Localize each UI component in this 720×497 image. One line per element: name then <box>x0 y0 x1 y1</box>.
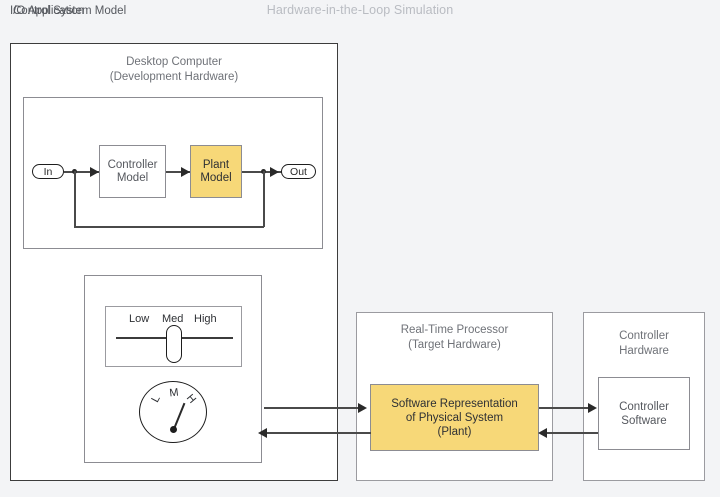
plant-model-line1: Plant <box>202 158 230 171</box>
in-port[interactable]: In <box>32 164 64 179</box>
controller-software-line2: Software <box>621 414 667 427</box>
arrowhead-rtp-input <box>358 403 367 413</box>
slider-tick-high: High <box>194 313 217 325</box>
software-plant-line2: of Physical System <box>405 411 504 424</box>
real-time-processor-title: Real-Time Processor (Target Hardware) <box>357 323 552 353</box>
page-title: Hardware-in-the-Loop Simulation <box>266 3 454 17</box>
controller-software-block[interactable]: Controller Software <box>598 377 690 450</box>
gauge-tick-high: H <box>183 392 199 406</box>
wire-controller-hw-to-rtp <box>546 432 598 434</box>
arrowhead-controller-input <box>90 167 99 177</box>
slider-tick-med: Med <box>162 313 184 325</box>
software-plant-block[interactable]: Software Representation of Physical Syst… <box>370 384 539 451</box>
feedback-wire-horizontal <box>74 226 264 228</box>
controller-software-line1: Controller <box>619 400 669 413</box>
gauge-hub <box>170 426 177 433</box>
controller-model-line1: Controller <box>107 158 158 171</box>
control-system-model-label: Control System Model <box>13 5 127 17</box>
desktop-computer-title: Desktop Computer (Development Hardware) <box>11 55 337 85</box>
out-port[interactable]: Out <box>281 164 316 179</box>
plant-model-block[interactable]: Plant Model <box>190 145 242 198</box>
plant-model-line2: Model <box>200 171 232 184</box>
in-port-label: In <box>43 165 53 178</box>
controller-hardware-title-line2: Hardware <box>619 345 669 357</box>
slider-widget[interactable]: Low Med High <box>105 306 242 367</box>
wire-controller-to-plant <box>166 171 191 173</box>
arrowhead-out-port <box>270 167 279 177</box>
arrowhead-plant-feedback-input <box>538 428 547 438</box>
desktop-computer-title-line1: Desktop Computer <box>126 56 222 68</box>
io-application-label: I/O Application <box>10 5 85 17</box>
slider-handle[interactable] <box>166 325 182 363</box>
feedback-wire-up <box>74 171 76 227</box>
software-plant-line1: Software Representation <box>391 397 518 410</box>
controller-hardware-title: Controller Hardware <box>584 329 704 359</box>
controller-model-block[interactable]: Controller Model <box>99 145 166 198</box>
wire-rtp-to-desktop <box>264 432 371 434</box>
software-plant-line3: (Plant) <box>437 425 472 438</box>
real-time-processor-title-line1: Real-Time Processor <box>400 324 509 336</box>
gauge-tick-med: M <box>168 386 180 400</box>
controller-model-line2: Model <box>116 171 149 184</box>
gauge-widget: L M H <box>139 381 207 443</box>
arrowhead-plant-input <box>181 167 190 177</box>
controller-hardware-title-line1: Controller <box>619 330 669 342</box>
arrowhead-desktop-input <box>258 428 267 438</box>
out-port-label: Out <box>290 165 307 178</box>
slider-tick-low: Low <box>129 313 150 325</box>
wire-rtp-to-controller-hw <box>539 407 594 409</box>
wire-in-to-controller <box>64 171 99 173</box>
gauge-tick-low: L <box>149 393 163 405</box>
real-time-processor-title-line2: (Target Hardware) <box>408 339 501 351</box>
desktop-computer-title-line2: (Development Hardware) <box>109 71 239 83</box>
wire-desktop-to-rtp <box>264 407 361 409</box>
arrowhead-controller-sw-input <box>588 403 597 413</box>
feedback-wire-down <box>263 171 265 227</box>
